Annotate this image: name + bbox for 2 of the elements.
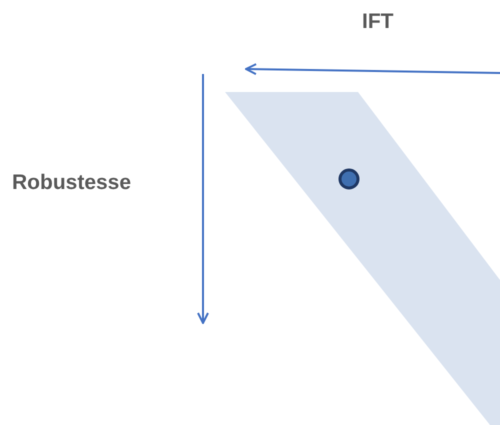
axis-label: Robustesse (12, 171, 132, 195)
axis-label: IFT (362, 10, 394, 34)
